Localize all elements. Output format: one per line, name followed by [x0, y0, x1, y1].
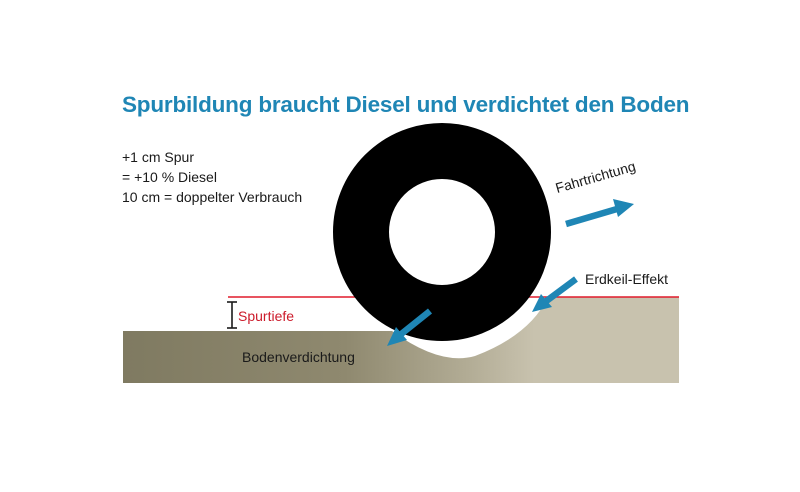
fact-line-1: +1 cm Spur: [122, 149, 194, 165]
tire-icon: [333, 123, 551, 341]
fact-list: +1 cm Spur = +10 % Diesel 10 cm = doppel…: [122, 147, 302, 207]
compaction-label: Bodenverdichtung: [242, 349, 355, 365]
soil-wedge-arrow-icon: [532, 276, 578, 312]
rut-depth-label: Spurtiefe: [238, 308, 295, 324]
fact-line-2: = +10 % Diesel: [122, 169, 217, 185]
soil-wedge-label: Erdkeil-Effekt: [585, 271, 668, 287]
depth-bracket-icon: [227, 301, 237, 329]
direction-arrow-icon: [565, 199, 634, 228]
fact-line-3: 10 cm = doppelter Verbrauch: [122, 189, 303, 205]
diagram-title: Spurbildung braucht Diesel und verdichte…: [122, 92, 690, 117]
compaction-arrow-icon: [387, 308, 433, 346]
